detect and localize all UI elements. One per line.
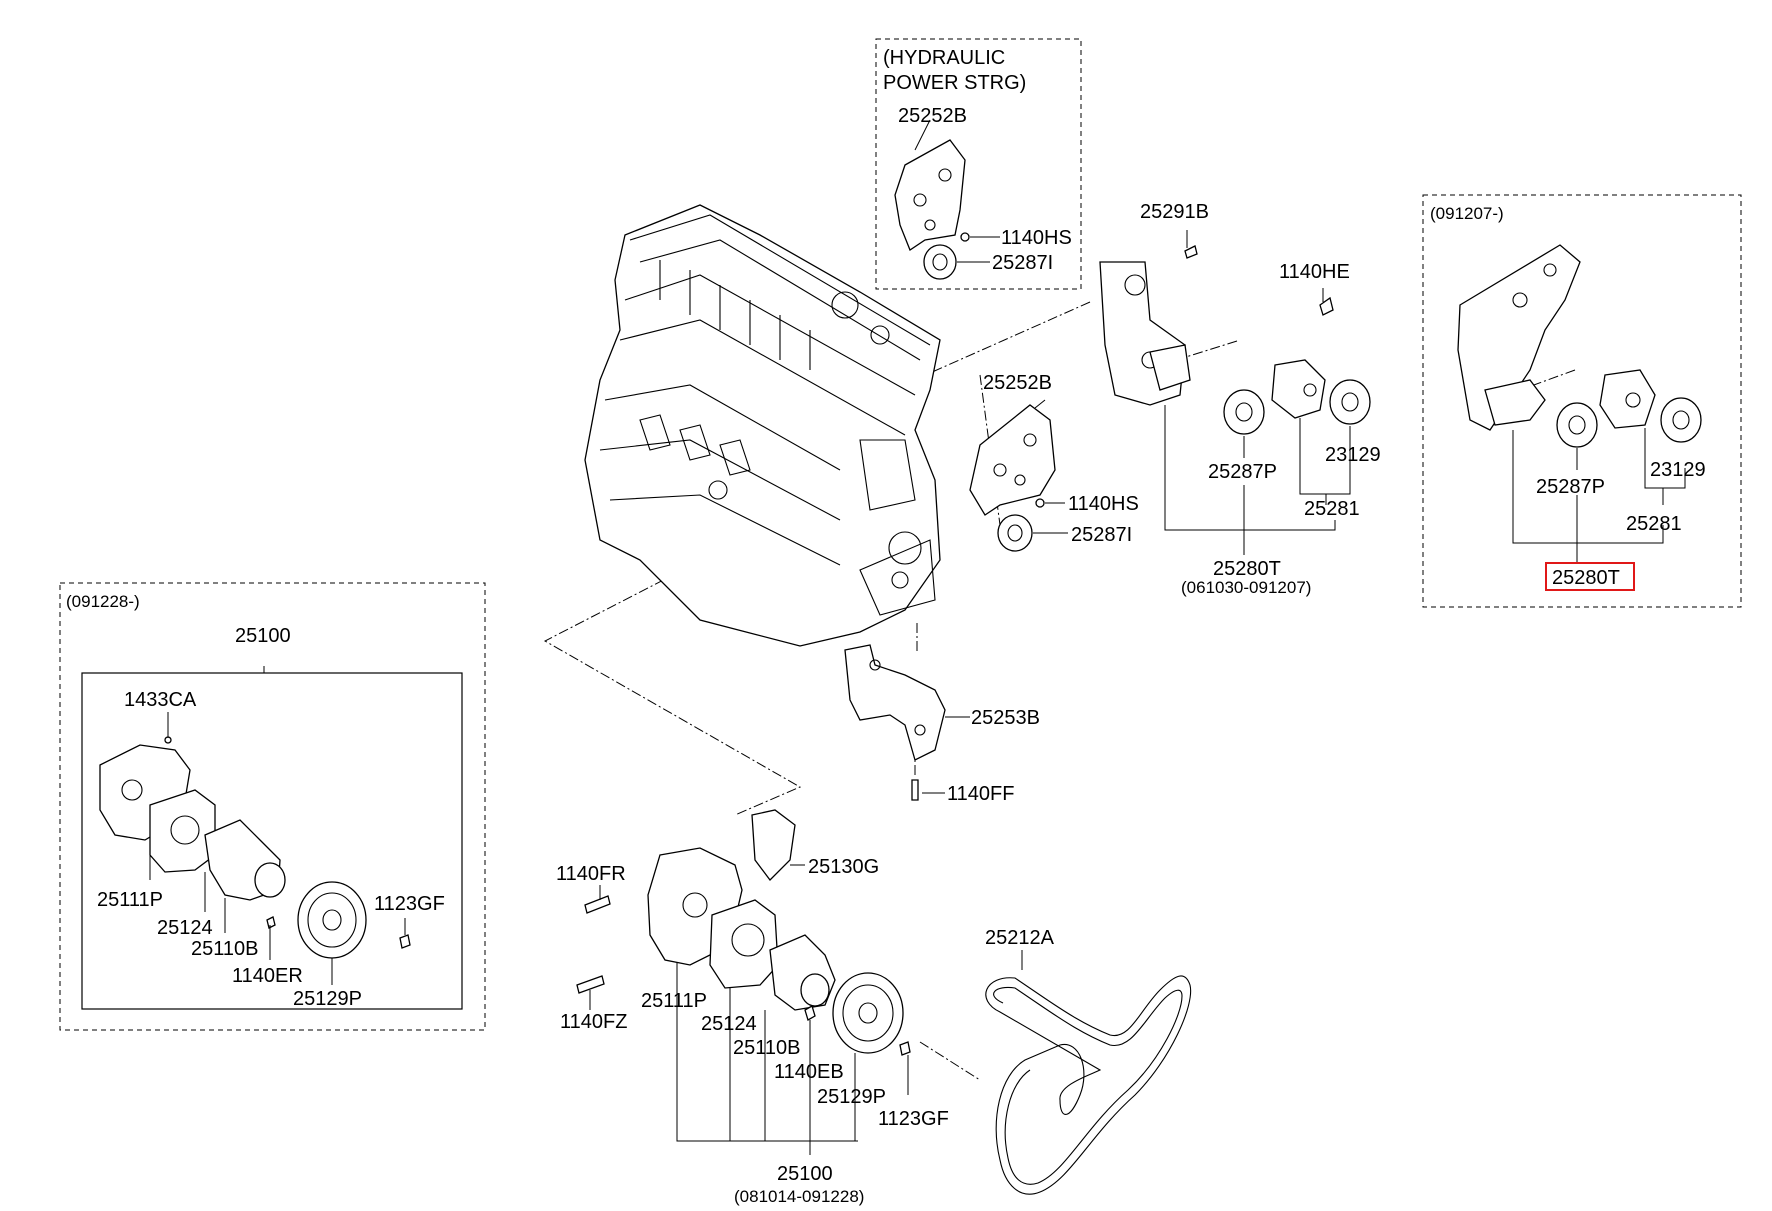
- water-pump-new-inner-box: [81, 672, 463, 1010]
- tensioner-old-illustration: [1099, 245, 1371, 435]
- power-steering-note-1: (HYDRAULIC: [883, 47, 1005, 69]
- label-assembly-old-range: (061030-091207): [1181, 578, 1311, 597]
- power-steering-group-box: [875, 38, 1082, 290]
- dashline-new-tensioner: [1519, 369, 1576, 391]
- leader-bracket-ps: [914, 119, 931, 151]
- label-bolt-fr[interactable]: 1140FR: [556, 863, 626, 885]
- leader-bracket-mid: [1034, 399, 1046, 409]
- label-23129-old[interactable]: 23129: [1325, 444, 1381, 466]
- label-25281-new[interactable]: 25281: [1626, 513, 1682, 535]
- label-bracket-mid[interactable]: 25252B: [983, 372, 1052, 394]
- mid-bracket-illustration: [969, 404, 1056, 552]
- dashline-engine-to-tensioner: [929, 301, 1091, 374]
- water-pump-new-note: (091228-): [66, 592, 140, 611]
- label-wp-new-gasket[interactable]: 25111P: [97, 889, 163, 911]
- tensioner-new-illustration: [1457, 244, 1702, 448]
- label-wp-old-pulley[interactable]: 25129P: [817, 1086, 886, 1108]
- leader-assembly-new: [1512, 430, 1664, 544]
- label-wp-new-bolt-er[interactable]: 1140ER: [232, 965, 303, 987]
- label-wp-new-assembly[interactable]: 25100: [235, 625, 291, 647]
- label-wp-new-pulley[interactable]: 25129P: [293, 988, 362, 1010]
- label-25281-old[interactable]: 25281: [1304, 498, 1360, 520]
- leader-tensioner-old: [1299, 418, 1351, 495]
- label-bracket-ps[interactable]: 25252B: [898, 105, 967, 127]
- label-pulley-p-old[interactable]: 25287P: [1208, 461, 1277, 483]
- ps-bracket-illustration: [894, 139, 970, 280]
- label-wp-old-range: (081014-091228): [734, 1187, 864, 1206]
- label-wp-old-body[interactable]: 25110B: [733, 1037, 800, 1059]
- highlight-box-assembly-new: [1545, 562, 1635, 591]
- label-pulley-p-new[interactable]: 25287P: [1536, 476, 1605, 498]
- label-wp-old-gasket[interactable]: 25111P: [641, 990, 707, 1012]
- label-bolt-ps[interactable]: 1140HS: [1001, 227, 1072, 249]
- label-bolt-top[interactable]: 25291B: [1140, 201, 1209, 223]
- label-wp-old-impeller[interactable]: 25124: [701, 1013, 757, 1035]
- label-bolt-ff[interactable]: 1140FF: [947, 783, 1014, 805]
- label-wp-old-bolt-eb[interactable]: 1140EB: [774, 1061, 844, 1083]
- label-bolt-mid[interactable]: 1140HS: [1068, 493, 1139, 515]
- label-idler-ps[interactable]: 25287I: [992, 252, 1053, 274]
- leader-wp-old-bracket: [676, 962, 858, 1142]
- dashline-engine-to-water-pump: [543, 521, 802, 816]
- label-idler-mid[interactable]: 25287I: [1071, 524, 1132, 546]
- label-assembly-new[interactable]: 25280T: [1552, 567, 1620, 589]
- belt-illustration: [985, 975, 1192, 1195]
- leader-tensioner-new: [1644, 428, 1686, 489]
- tensioner-new-group-box: [1422, 194, 1742, 608]
- water-pump-old-illustration: [576, 809, 911, 1056]
- engine-block-illustration: [584, 204, 941, 647]
- dashline-pulley-to-belt: [919, 1041, 981, 1081]
- water-pump-new-group-box: [59, 582, 486, 1031]
- leader-wp-old-parts: [729, 988, 909, 1141]
- label-23129-new[interactable]: 23129: [1650, 459, 1706, 481]
- label-bracket-lower[interactable]: 25253B: [971, 707, 1040, 729]
- label-wp-new-bolt[interactable]: 1433CA: [124, 689, 197, 711]
- label-wp-new-impeller[interactable]: 25124: [157, 917, 213, 939]
- power-steering-note-2: POWER STRG): [883, 72, 1026, 94]
- label-bolt-he[interactable]: 1140HE: [1279, 261, 1350, 283]
- label-wp-old-bolt-gf[interactable]: 1123GF: [878, 1108, 949, 1130]
- label-wp-new-bolt-gf[interactable]: 1123GF: [374, 893, 445, 915]
- lower-bracket-illustration: [844, 644, 946, 801]
- label-assembly-old[interactable]: 25280T: [1213, 558, 1281, 580]
- label-wp-new-body[interactable]: 25110B: [191, 938, 258, 960]
- label-wp-old-assembly[interactable]: 25100: [777, 1163, 833, 1185]
- label-belt[interactable]: 25212A: [985, 927, 1055, 949]
- label-gasket-130g[interactable]: 25130G: [808, 856, 879, 878]
- label-bolt-fz[interactable]: 1140FZ: [560, 1011, 627, 1033]
- leader-assembly-old: [1164, 405, 1336, 531]
- tensioner-new-note: (091207-): [1430, 204, 1504, 223]
- water-pump-new-illustration: [99, 736, 411, 959]
